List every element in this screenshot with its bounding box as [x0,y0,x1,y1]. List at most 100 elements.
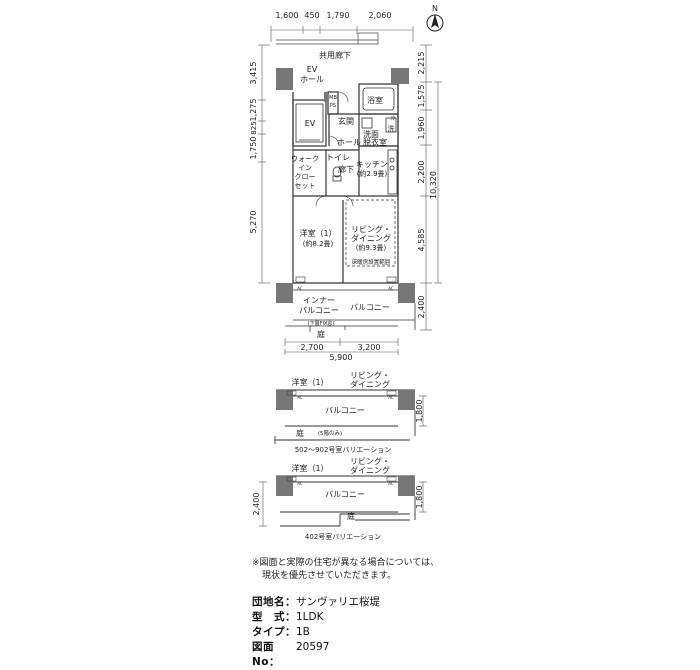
info-row-type: 型 式： 1LDK [252,610,380,625]
var1-label-balcony: バルコニー [325,406,365,415]
var1-label-living-2: ダイニング [350,379,390,389]
ac-unit [295,276,306,283]
dim-top-2: 450 [304,11,319,20]
estate-value: サンヴァリエ桜堤 [296,596,380,608]
label-wash-1: 洗面 [363,129,379,139]
var1-dim [419,395,427,427]
label-floor-heat: 床暖房設置範囲 [352,258,391,266]
dim-right-5: 4,585 [417,229,426,252]
var1-label-yoshitsu: 洋室（1） [291,377,328,387]
label-ev-hall-1: EV [307,65,318,74]
var1-ac-2: AC [388,395,394,400]
door-swings [315,91,354,207]
left-dimensions [258,44,270,284]
ac-unit [386,476,397,482]
var2-label-living-2: ダイニング [350,465,390,475]
var1-label-living-1: リビング・ [350,370,390,380]
label-toilet: トイレ [326,153,350,162]
label-yoshitsu-2: (約8.2畳) [303,239,334,248]
var2-ac-1: AC [297,481,303,486]
dim-top-4: 2,060 [369,11,392,20]
var1-niwa-note: (5階のみ) [318,429,342,437]
info-row-estate: 団地名： サンヴァリエ桜堤 [252,595,380,610]
dim-right-2: 1,575 [417,85,426,108]
label-wic-1: ウォーク [291,155,319,163]
label-niwa: 庭 [317,329,325,339]
dim-left-3: 825 [250,121,258,134]
var1-label-niwa: 庭 [296,428,304,438]
dim-right-1: 2,215 [417,52,426,75]
elevator-icon [295,103,324,143]
label-mb: MB [329,95,337,101]
kind-label: タイプ： [252,626,296,638]
property-info: 団地名： サンヴァリエ桜堤 型 式： 1LDK タイプ： 1B 図面No： 20… [252,595,380,670]
ac-unit [386,390,397,396]
toilet-icon [332,166,342,182]
dim-bottom-total: 5,900 [330,353,353,362]
label-ac-1: AC [388,286,394,291]
var2-dims [259,481,427,527]
label-sentaku: 洗 [388,124,395,133]
type-value: 1LDK [296,611,324,623]
dim-top-1: 1,600 [276,11,299,20]
disclaimer-note: ※図面と実際の住宅が異なる場合については、 現状を優先させていただきます。 [252,557,452,583]
bottom-dimensions [284,338,399,355]
dim-right-6: 2,400 [417,296,426,319]
var2-caption: 402号室バリエーション [305,532,381,541]
var2-label-yoshitsu: 洋室（1） [291,463,328,473]
ac-unit [286,476,297,482]
estate-label: 団地名： [252,596,296,608]
label-ev-hall-2: ホール [300,75,324,84]
label-hall: ホール [337,138,361,147]
label-wic-3: クロー [295,173,316,181]
var2-dim-left: 2,400 [252,493,261,516]
label-balcony: バルコニー [350,303,390,312]
label-reizo: 冷 [390,115,395,122]
label-garden-note: (下層FIX窓) [308,320,335,327]
dim-right-3: 1,960 [417,117,426,140]
var2-label-balcony: バルコニー [325,490,365,499]
var2-ac-2: AC [388,481,394,486]
var1-caption: 502～902号室バリエーション [295,445,392,454]
label-kitchen-2: (約2.9畳) [357,169,388,178]
kitchen-counter-icon [387,149,398,195]
dim-left-1: 3,415 [249,62,258,85]
floor-heating-area [345,199,396,267]
dim-bottom-1: 2,700 [301,343,324,352]
top-dimensions [270,26,414,42]
label-ev: EV [305,119,316,128]
type-label: 型 式： [252,611,296,623]
dim-left-4: 1,750 [249,137,258,160]
dim-left-5: 5,270 [249,211,258,234]
label-wash-2: 脱衣室 [363,137,387,147]
balcony-outline [285,289,416,332]
north-arrow-icon: N [426,4,444,32]
label-ps: PS [330,103,336,109]
label-wic-2: イン [298,164,312,172]
label-living-1: リビング・ [351,224,391,234]
number-value: 20597 [296,641,330,653]
var2-label-niwa: 庭 [347,511,355,521]
label-genkan: 玄関 [338,116,354,126]
var1-dim-right: 1,800 [415,400,424,423]
ac-unit [386,276,397,283]
ac-unit [286,390,297,396]
dim-bottom-2: 3,200 [358,343,381,352]
label-yoshitsu-1: 洋室（1） [299,228,336,238]
label-living-2: ダイニング [351,233,391,243]
dim-right-4: 2,200 [417,161,426,184]
label-wic-4: セット [295,182,316,190]
number-label: 図面No： [252,641,281,668]
dim-right-total: 10,320 [429,171,438,199]
info-row-number: 図面No： 20597 [252,640,380,670]
columns [276,68,415,303]
corridor-railing [276,32,379,45]
var2-dim-right: 1,800 [415,486,424,509]
dim-left-2: 1,275 [249,99,258,122]
label-living-3: (約9.3畳) [356,243,387,252]
label-rouka: 廊下 [338,164,354,174]
var1-ac-1: AC [297,395,303,400]
label-inner-2: バルコニー [299,306,339,315]
plan-walls [292,82,399,284]
kind-value: 1B [296,626,310,638]
